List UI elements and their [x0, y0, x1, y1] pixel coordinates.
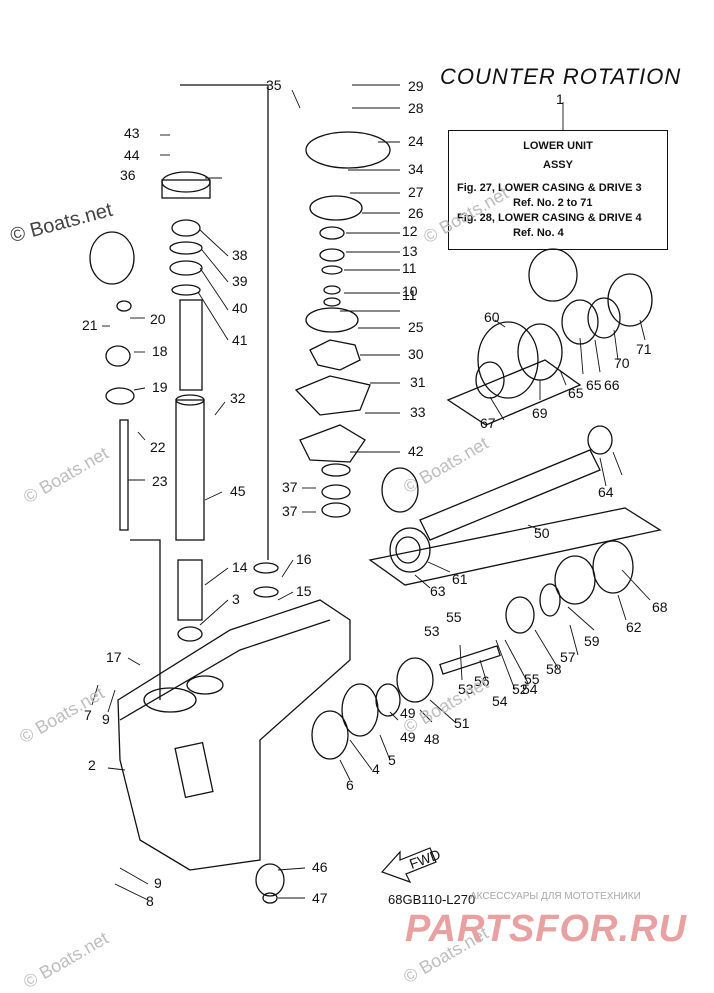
part-number-callout[interactable]: 7 [84, 707, 92, 723]
ru-site-logo: PARTSFOR.RU [405, 908, 687, 950]
part-number-callout[interactable]: 36 [120, 167, 136, 183]
part-number-callout[interactable]: 10 [402, 283, 418, 299]
part-number-callout[interactable]: 6 [346, 777, 354, 793]
part-number-callout[interactable]: 66 [604, 377, 620, 393]
part-number-callout[interactable]: 49 [400, 705, 416, 721]
part-number-callout[interactable]: 27 [408, 184, 424, 200]
part-number-callout[interactable]: 41 [232, 332, 248, 348]
part-number-callout[interactable]: 57 [560, 649, 576, 665]
part-number-callout[interactable]: 15 [296, 583, 312, 599]
part-number-callout[interactable]: 54 [522, 681, 538, 697]
part-number-callout[interactable]: 4 [372, 761, 380, 777]
part-number-callout[interactable]: 65 [568, 385, 584, 401]
part-number-callout[interactable]: 13 [402, 243, 418, 259]
part-number-callout[interactable]: 61 [452, 571, 468, 587]
reference-box: LOWER UNIT ASSY Fig. 27, LOWER CASING & … [448, 130, 668, 250]
part-number-callout[interactable]: 47 [312, 890, 328, 906]
part-number-callout[interactable]: 40 [232, 300, 248, 316]
part-number-callout[interactable]: 38 [232, 247, 248, 263]
part-number-callout[interactable]: 54 [492, 693, 508, 709]
part-number-callout[interactable]: 29 [408, 78, 424, 94]
part-number-callout[interactable]: 31 [410, 374, 426, 390]
part-number-callout[interactable]: 46 [312, 859, 328, 875]
part-number-callout[interactable]: 22 [150, 439, 166, 455]
fwd-label: FWD [407, 846, 442, 872]
part-number-callout[interactable]: 50 [534, 525, 550, 541]
reference-callout-number: 1 [556, 91, 564, 107]
part-number-callout[interactable]: 43 [124, 125, 140, 141]
part-number-callout[interactable]: 2 [88, 757, 96, 773]
part-number-callout[interactable]: 37 [282, 503, 298, 519]
ref-fig27: Fig. 27, LOWER CASING & DRIVE 3 [457, 182, 642, 194]
reference-callout: 1 [556, 91, 564, 107]
part-number-callout[interactable]: 70 [614, 355, 630, 371]
part-number-callout[interactable]: 9 [102, 711, 110, 727]
part-number-callout[interactable]: 42 [408, 443, 424, 459]
part-number-callout[interactable]: 55 [524, 671, 540, 687]
part-number-callout[interactable]: 3 [232, 591, 240, 607]
part-number-callout[interactable]: 53 [424, 623, 440, 639]
ru-tagline: АКСЕССУАРЫ ДЛЯ МОТОТЕХНИКИ [470, 891, 641, 902]
part-number-callout[interactable]: 48 [424, 731, 440, 747]
diagram-code: 68GB110-L270 [388, 892, 476, 907]
part-number-callout[interactable]: 30 [408, 346, 424, 362]
part-number-callout[interactable]: 51 [454, 715, 470, 731]
part-number-callout[interactable]: 19 [152, 379, 168, 395]
part-number-callout[interactable]: 59 [584, 633, 600, 649]
part-number-callout[interactable]: 45 [230, 483, 246, 499]
part-number-callout[interactable]: 37 [282, 479, 298, 495]
part-number-callout[interactable]: 68 [652, 599, 668, 615]
part-number-callout[interactable]: 32 [230, 390, 246, 406]
part-number-callout[interactable]: 21 [82, 317, 98, 333]
part-number-callout[interactable]: 24 [408, 133, 424, 149]
part-number-callout[interactable]: 69 [532, 405, 548, 421]
part-number-callout[interactable]: 55 [446, 609, 462, 625]
ref-fig28: Fig. 28, LOWER CASING & DRIVE 4 [457, 212, 642, 224]
part-number-callout[interactable]: 39 [232, 273, 248, 289]
ref-title: LOWER UNIT [523, 140, 593, 152]
part-number-callout[interactable]: 16 [296, 551, 312, 567]
ref-fig28-range: Ref. No. 4 [513, 227, 564, 239]
part-number-callout[interactable]: 20 [150, 311, 166, 327]
part-number-callout[interactable]: 64 [598, 484, 614, 500]
part-number-callout[interactable]: 8 [146, 893, 154, 909]
part-number-callout[interactable]: 63 [430, 583, 446, 599]
ref-subtitle: ASSY [543, 159, 573, 171]
part-number-callout[interactable]: 65 [586, 377, 602, 393]
part-number-callout[interactable]: 11 [402, 260, 417, 276]
part-number-callout[interactable]: 23 [152, 473, 168, 489]
part-number-callout[interactable]: 52 [512, 681, 528, 697]
diagram-title: COUNTER ROTATION [440, 64, 682, 89]
part-number-callout[interactable]: 33 [410, 404, 426, 420]
part-number-callout[interactable]: 35 [266, 77, 282, 93]
part-number-callout[interactable]: 60 [484, 309, 500, 325]
part-number-callout[interactable]: 67 [480, 415, 496, 431]
part-number-callout[interactable]: 25 [408, 319, 424, 335]
part-number-callout[interactable]: 11 [402, 287, 417, 303]
part-number-callout[interactable]: 34 [408, 161, 424, 177]
part-number-callout[interactable]: 5 [388, 752, 396, 768]
part-number-callout[interactable]: 17 [106, 649, 122, 665]
part-number-callout[interactable]: 49 [400, 729, 416, 745]
part-number-callout[interactable]: 58 [546, 661, 562, 677]
part-number-callout[interactable]: 71 [636, 341, 652, 357]
part-number-callout[interactable]: 44 [124, 147, 140, 163]
part-number-callout[interactable]: 28 [408, 100, 424, 116]
part-number-callout[interactable]: 62 [626, 619, 642, 635]
part-number-callout[interactable]: 56 [474, 673, 490, 689]
part-number-callout[interactable]: 26 [408, 205, 424, 221]
part-number-callout[interactable]: 12 [402, 223, 418, 239]
part-number-callout[interactable]: 14 [232, 559, 248, 575]
part-number-callout[interactable]: 18 [152, 343, 168, 359]
part-number-callout[interactable]: 9 [154, 875, 162, 891]
ref-fig27-range: Ref. No. 2 to 71 [513, 197, 593, 209]
part-number-callout[interactable]: 53 [458, 681, 474, 697]
